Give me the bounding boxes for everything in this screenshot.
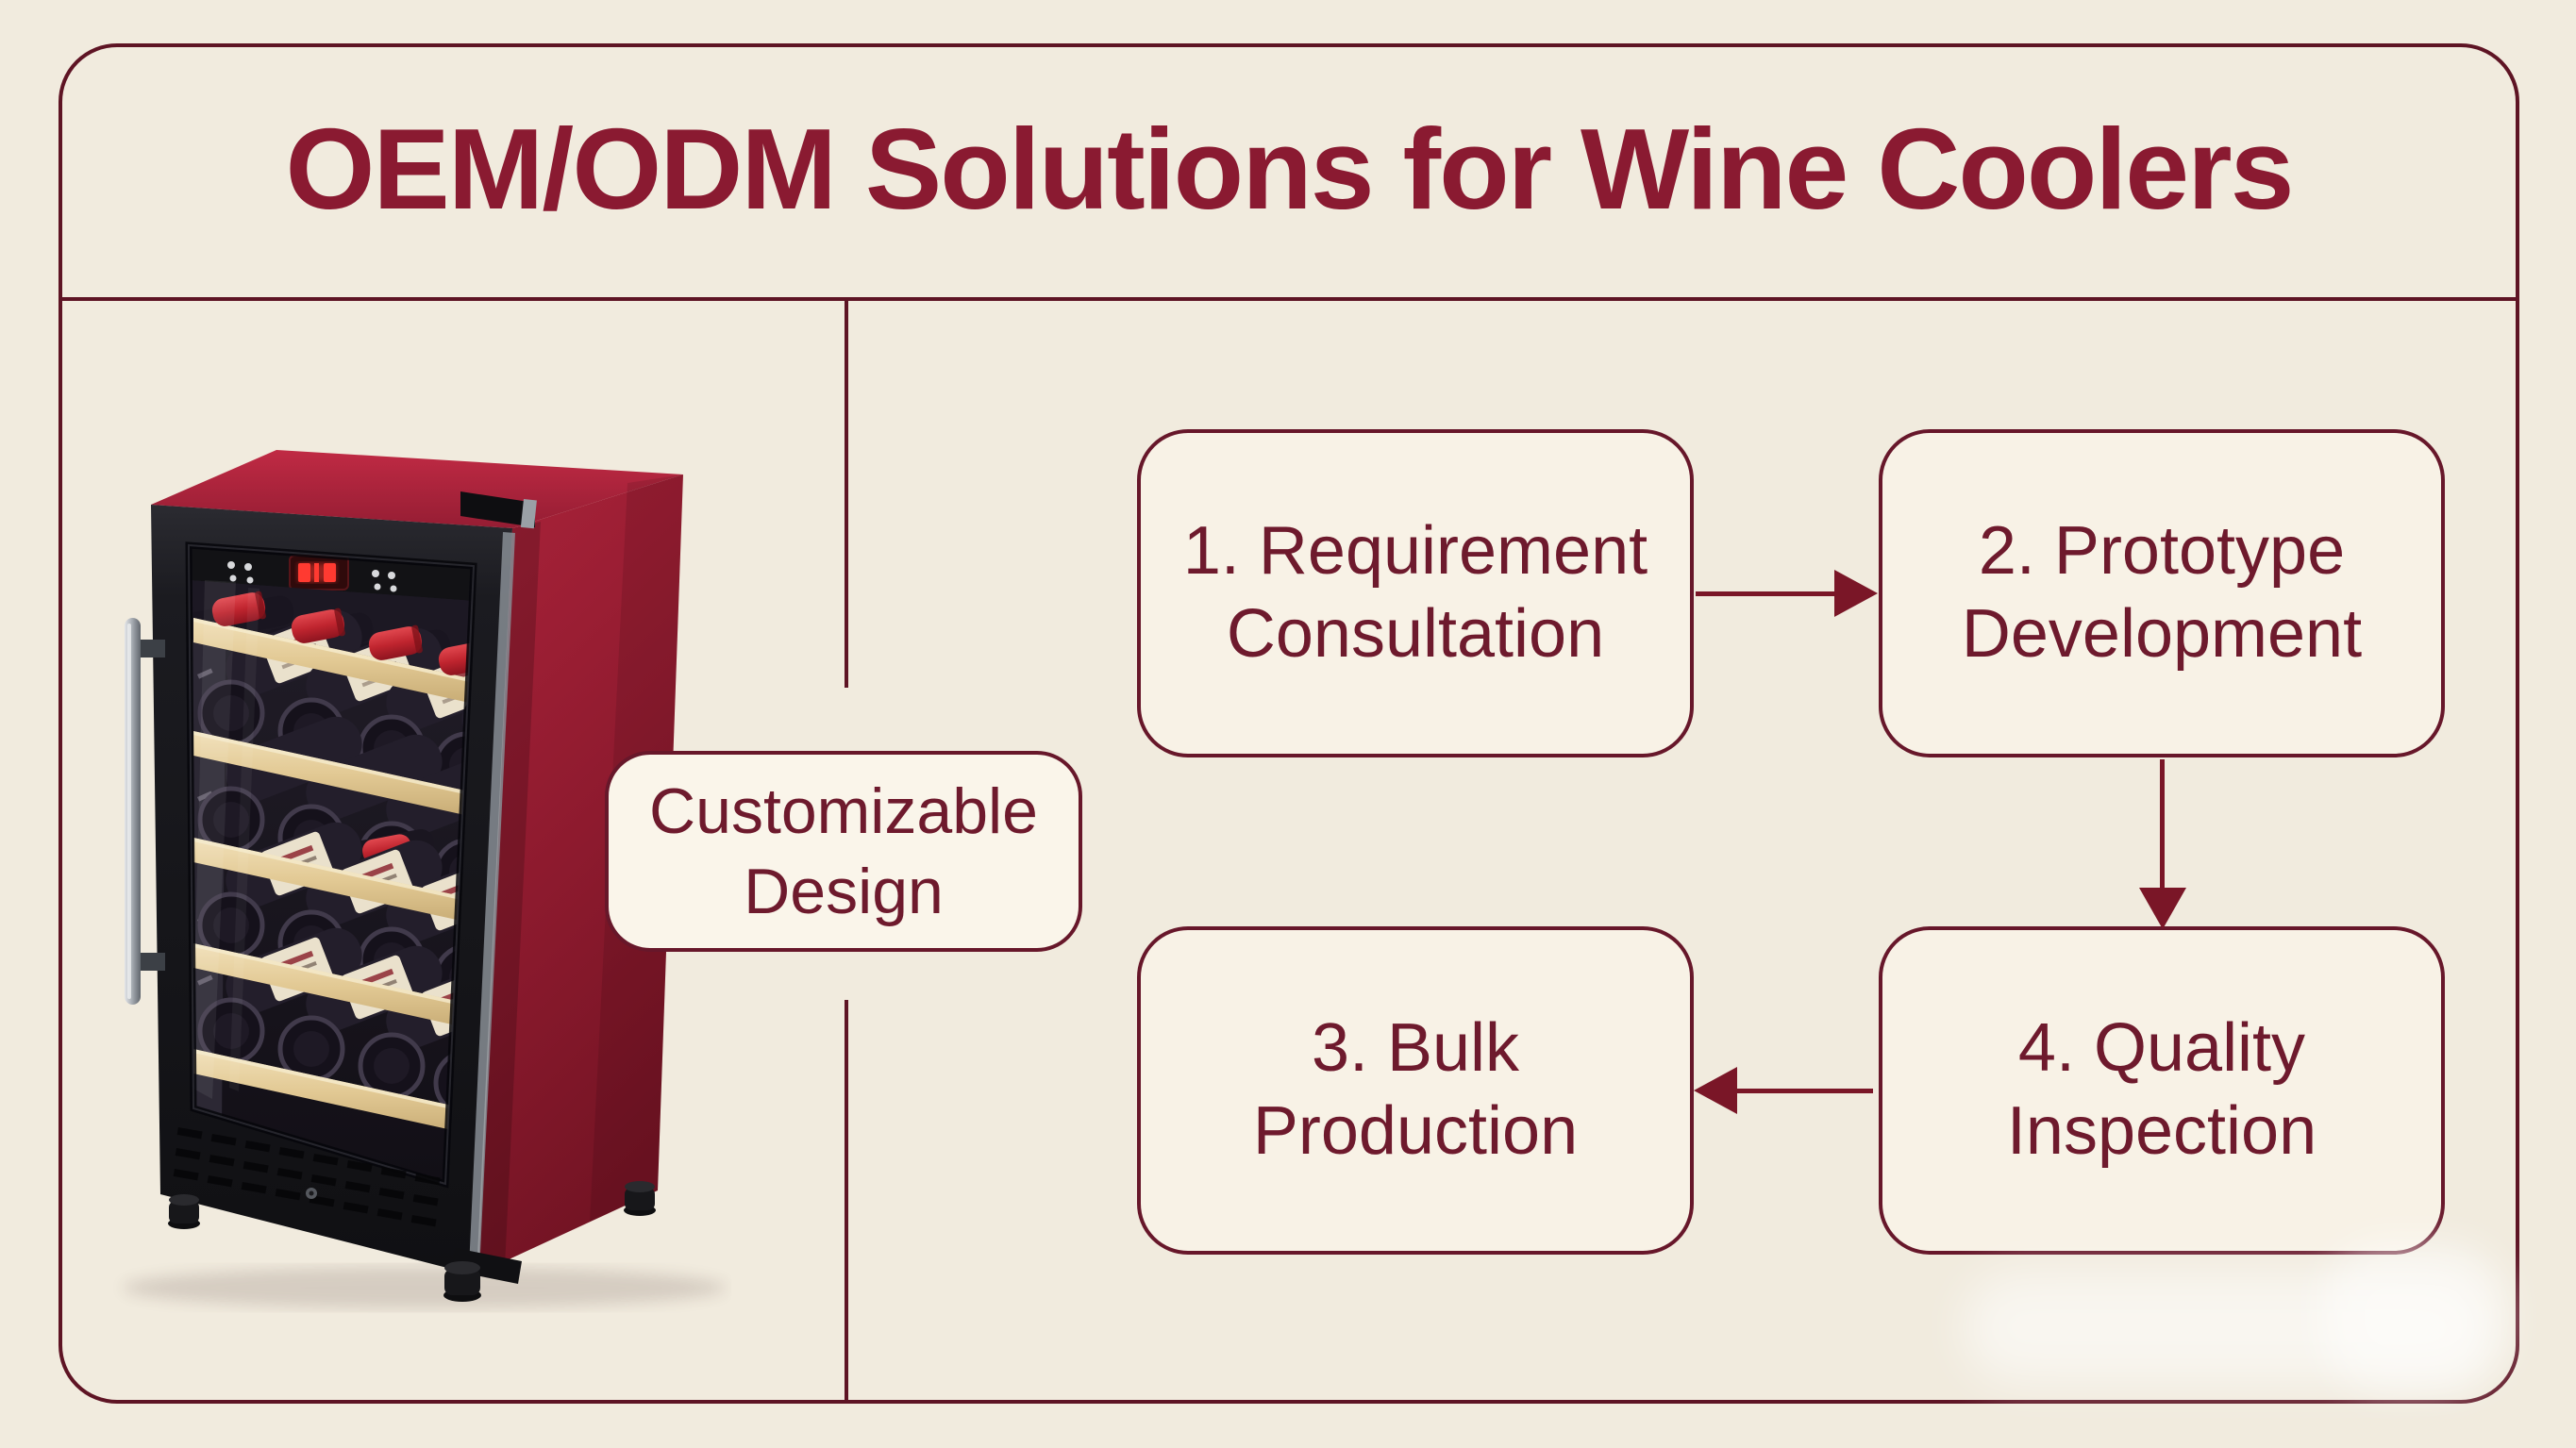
flow-step-bulk-production: 3. Bulk Production xyxy=(1137,926,1694,1255)
flow-step-prototype-development: 2. Prototype Development xyxy=(1879,429,2445,757)
flow-step-label: 3. Bulk Production xyxy=(1252,1010,1579,1169)
arrow-right-icon xyxy=(1834,570,1878,617)
smudge-highlight xyxy=(2321,1241,2510,1392)
flow-step-label: 1. Requirement Consultation xyxy=(1182,513,1648,672)
page-frame xyxy=(59,43,2519,1404)
section-divider-bottom xyxy=(845,1000,848,1402)
door-handle xyxy=(125,618,165,1005)
page-title: OEM/ODM Solutions for Wine Coolers xyxy=(285,105,2295,233)
cooler-side-panel xyxy=(478,474,683,1273)
flow-step-label: 2. Prototype Development xyxy=(1961,513,2363,672)
arrow-down-line xyxy=(2160,759,2165,891)
section-divider-top xyxy=(845,301,848,688)
feet xyxy=(168,1181,656,1302)
flow-step-label: 4. Quality Inspection xyxy=(2006,1010,2317,1169)
product-label: Customizable Design xyxy=(605,751,1082,952)
led-display xyxy=(298,563,336,582)
vent-grille xyxy=(173,1126,441,1227)
door-edge-strip xyxy=(469,532,515,1273)
bottle-caps xyxy=(211,591,474,675)
arrow-right-line xyxy=(1696,591,1837,596)
control-buttons xyxy=(227,561,397,592)
bottom-hinge xyxy=(452,1248,522,1284)
cooler-top-panel xyxy=(151,450,683,528)
flow-step-quality-inspection: 4. Quality Inspection xyxy=(1879,926,2445,1255)
header-divider xyxy=(59,297,2519,301)
arrow-down-icon xyxy=(2139,888,2186,929)
flow-step-requirement-consultation: 1. Requirement Consultation xyxy=(1137,429,1694,757)
wood-shelves xyxy=(193,618,474,1135)
arrow-left-icon xyxy=(1694,1067,1737,1114)
top-hinge xyxy=(460,491,535,527)
wine-cooler-image xyxy=(99,439,731,1316)
arrow-left-line xyxy=(1736,1089,1873,1093)
